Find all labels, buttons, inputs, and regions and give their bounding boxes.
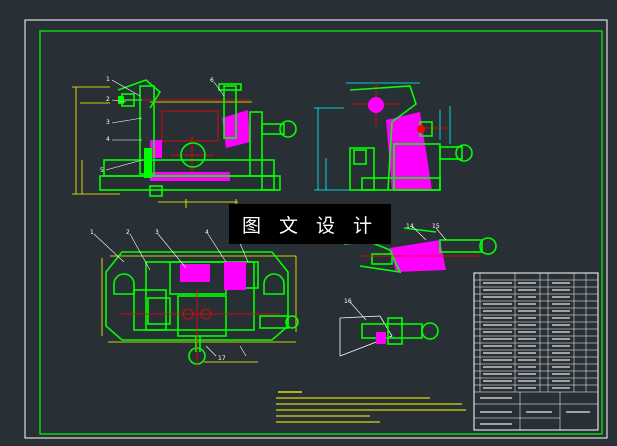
balloon-plan-4: 4 bbox=[205, 229, 209, 236]
outer-frame bbox=[24, 19, 608, 439]
plan-hatching bbox=[180, 262, 246, 290]
title-block[interactable] bbox=[473, 272, 599, 431]
bom-grid bbox=[474, 273, 598, 430]
side-pin bbox=[417, 125, 425, 133]
detail-b-leader bbox=[349, 301, 367, 321]
detail-view-b[interactable]: 16 bbox=[339, 298, 439, 357]
balloon-front-2: 2 bbox=[106, 96, 110, 103]
bom-text-lines bbox=[480, 282, 590, 425]
plan-centerlines bbox=[120, 290, 280, 366]
balloon-15: 15 bbox=[432, 223, 440, 230]
balloon-plan-2: 2 bbox=[126, 229, 130, 236]
side-dimensions bbox=[314, 82, 451, 191]
balloon-plan-1: 1 bbox=[90, 229, 94, 236]
inner-border bbox=[39, 30, 603, 435]
plan-leaders bbox=[93, 233, 249, 357]
detail-a-leaders bbox=[411, 225, 447, 241]
balloon-front-3: 3 bbox=[106, 119, 110, 126]
balloon-front-1: 1 bbox=[106, 76, 110, 83]
plan-view[interactable] bbox=[93, 233, 299, 366]
balloon-front-4: 4 bbox=[106, 136, 110, 143]
balloon-plan-17: 17 bbox=[218, 355, 226, 362]
balloon-16: 16 bbox=[344, 298, 352, 305]
balloon-front-6: 6 bbox=[210, 77, 214, 84]
plan-part-outline bbox=[105, 251, 299, 365]
plan-dimensions bbox=[101, 255, 297, 363]
balloon-14: 14 bbox=[406, 223, 414, 230]
detail-b-part bbox=[361, 317, 439, 345]
side-view[interactable] bbox=[314, 82, 473, 191]
balloon-plan-3: 3 bbox=[155, 229, 159, 236]
technical-notes bbox=[276, 391, 466, 423]
detail-b-outline bbox=[339, 315, 393, 357]
front-leaders bbox=[105, 79, 225, 171]
detail-b-hatching bbox=[376, 332, 386, 344]
side-part-outline bbox=[349, 85, 473, 191]
front-view[interactable] bbox=[72, 79, 297, 208]
front-balloons: 1 2 3 4 5 6 bbox=[100, 76, 214, 174]
front-solid-parts bbox=[118, 96, 152, 178]
watermark-banner: 图 文 设 计 bbox=[229, 204, 391, 244]
balloon-front-5: 5 bbox=[100, 167, 104, 174]
